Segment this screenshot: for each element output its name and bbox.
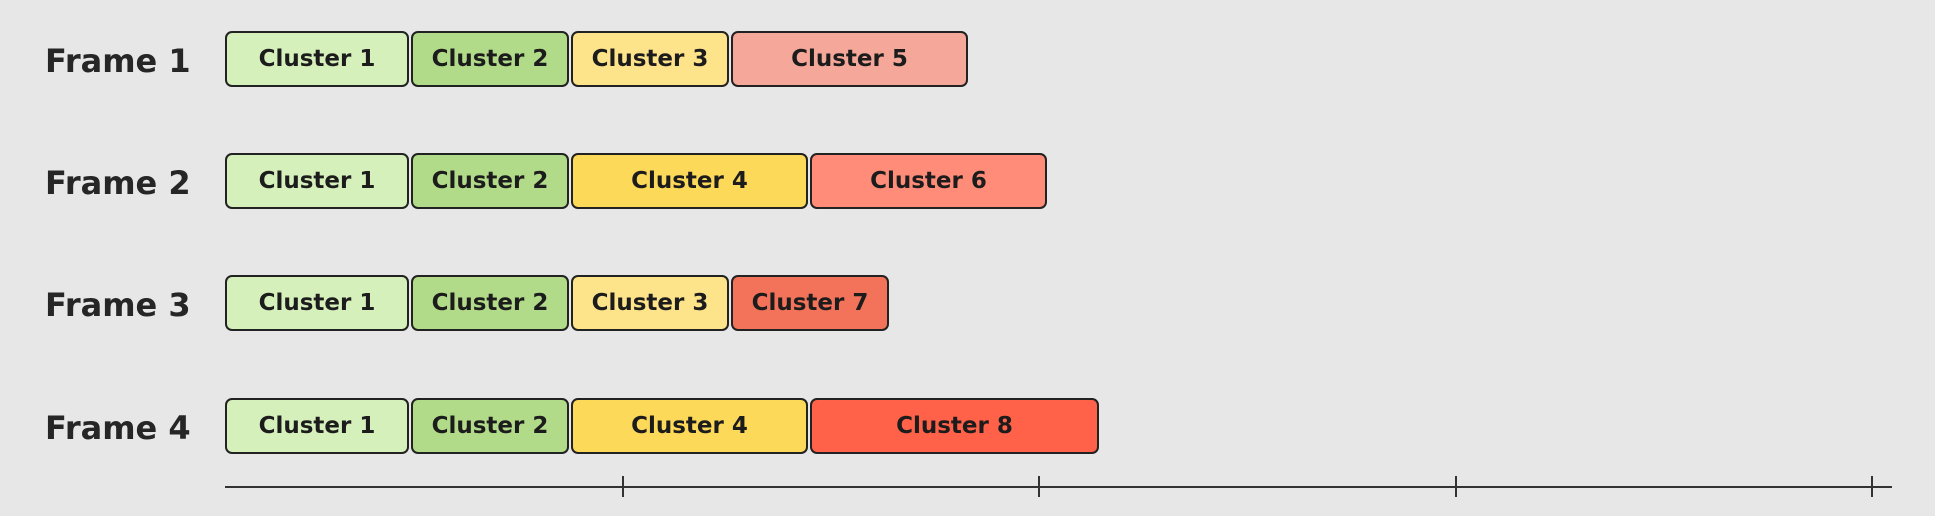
cluster-block: Cluster 1 — [225, 398, 409, 454]
cluster-block: Cluster 3 — [571, 31, 729, 87]
cluster-block: Cluster 4 — [571, 153, 808, 209]
cluster-block: Cluster 1 — [225, 31, 409, 87]
cluster-block: Cluster 6 — [810, 153, 1047, 209]
cluster-block: Cluster 3 — [571, 275, 729, 331]
cluster-block: Cluster 4 — [571, 398, 808, 454]
frame-label: Frame 4 — [45, 409, 191, 447]
cluster-block: Cluster 2 — [411, 398, 569, 454]
cluster-block: Cluster 5 — [731, 31, 968, 87]
frame-row-2: Frame 2 Cluster 1 Cluster 2 Cluster 4 Cl… — [0, 153, 1935, 213]
frame-row-1: Frame 1 Cluster 1 Cluster 2 Cluster 3 Cl… — [0, 31, 1935, 91]
cluster-block: Cluster 1 — [225, 153, 409, 209]
cluster-block: Cluster 2 — [411, 275, 569, 331]
frame-row-4: Frame 4 Cluster 1 Cluster 2 Cluster 4 Cl… — [0, 398, 1935, 458]
cluster-block: Cluster 2 — [411, 31, 569, 87]
cluster-block: Cluster 8 — [810, 398, 1099, 454]
frame-label: Frame 3 — [45, 286, 191, 324]
frame-row-3: Frame 3 Cluster 1 Cluster 2 Cluster 3 Cl… — [0, 275, 1935, 335]
cluster-block: Cluster 2 — [411, 153, 569, 209]
cluster-block: Cluster 1 — [225, 275, 409, 331]
cluster-block: Cluster 7 — [731, 275, 889, 331]
frame-label: Frame 1 — [45, 42, 191, 80]
frame-label: Frame 2 — [45, 164, 191, 202]
